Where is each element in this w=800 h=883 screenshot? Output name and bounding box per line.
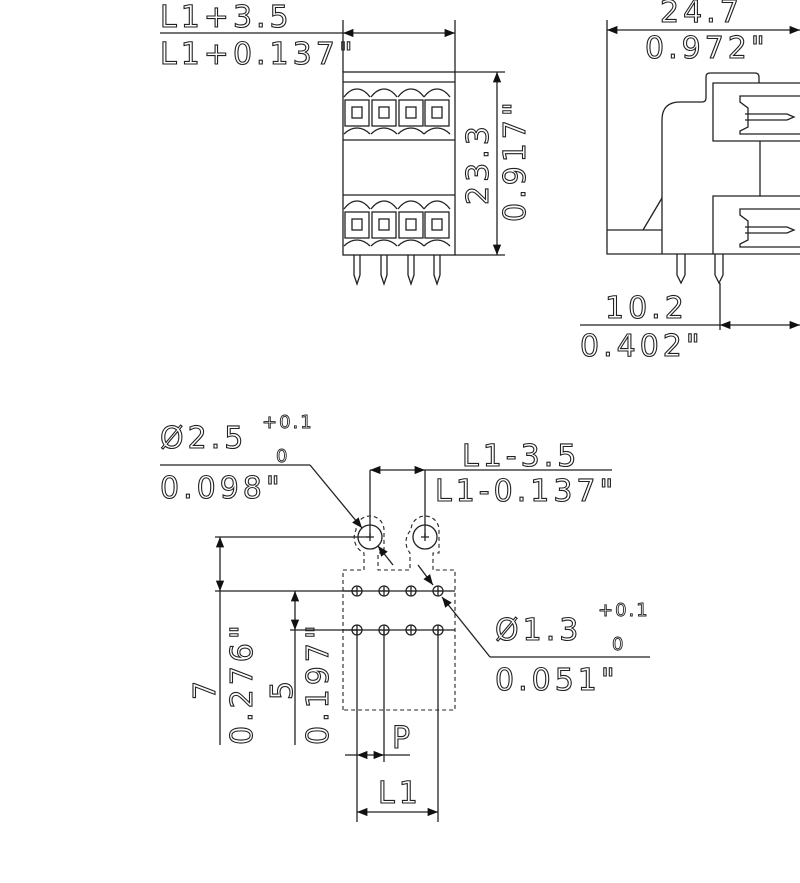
- terminal-cell: [398, 99, 424, 127]
- terminal-screw: [405, 106, 417, 119]
- terminal-cell: [424, 211, 450, 239]
- terminal-screw: [431, 106, 443, 119]
- dim5-in: 0.197": [301, 621, 336, 745]
- pin-hole-in: 0.051": [495, 663, 619, 698]
- terminal-clamp: [343, 88, 371, 98]
- mount-spacing-in: L1-0.137": [435, 474, 617, 509]
- pin: [353, 255, 361, 287]
- mount-spacing-mm: L1-3.5: [462, 439, 580, 474]
- hole-center: [433, 586, 443, 596]
- terminal-screw: [351, 106, 363, 119]
- terminal-clamp: [423, 88, 451, 98]
- length-label: L1: [378, 776, 422, 811]
- hole-center: [406, 625, 416, 635]
- width-in: L1+0.137": [160, 37, 357, 72]
- pin-offset-in: 0.402": [580, 329, 704, 364]
- terminal-cell: [371, 99, 397, 127]
- terminal-cell: [344, 99, 370, 127]
- terminal-screw: [351, 218, 363, 231]
- terminal-clamp: [343, 127, 371, 135]
- terminal-clamp: [343, 200, 371, 210]
- height-mm: 23.3: [461, 122, 496, 205]
- pin: [407, 255, 415, 287]
- terminal-clamp: [343, 239, 371, 247]
- terminal-screw: [378, 106, 390, 119]
- terminal-clamp: [370, 127, 398, 135]
- hole-center: [379, 586, 389, 596]
- mount-hole-in: 0.098": [160, 471, 284, 506]
- terminal-clamp: [423, 239, 451, 247]
- pcb-footprint: L1-3.5 L1-0.137" Ø2.5 +0.1 0 0.098" Ø1.3…: [159, 412, 650, 822]
- terminal-clamp: [370, 239, 398, 247]
- terminal-clamp: [370, 200, 398, 210]
- pin-hole-mm: Ø1.3: [495, 613, 582, 648]
- width-mm: L1+3.5: [160, 0, 293, 35]
- pin-hole-tol-minus: 0: [612, 634, 625, 655]
- terminal-clamp: [397, 88, 425, 98]
- terminal-clamp: [423, 127, 451, 135]
- mount-hole-tol-minus: 0: [276, 446, 289, 467]
- terminal-cell: [371, 211, 397, 239]
- height-in: 0.917": [498, 98, 533, 222]
- terminal-clamp: [397, 127, 425, 135]
- pin-offset-mm: 10.2: [605, 291, 688, 326]
- terminal-screw: [405, 218, 417, 231]
- terminal-clamp: [370, 88, 398, 98]
- terminal-screw: [378, 218, 390, 231]
- pin-hole-tol-plus: +0.1: [598, 600, 650, 621]
- terminal-screw: [431, 218, 443, 231]
- dim5-mm: 5: [265, 677, 300, 700]
- front-view: L1+3.5 L1+0.137" 23.3 0.917": [159, 0, 534, 287]
- mount-hole-tol-plus: +0.1: [262, 412, 314, 433]
- side-view: 24.7 0.972" 10.2 0.402": [579, 0, 800, 365]
- pitch-label: P: [392, 721, 414, 756]
- pin: [433, 255, 441, 287]
- pin: [380, 255, 388, 287]
- terminal-cell: [344, 211, 370, 239]
- hole-center: [406, 586, 416, 596]
- terminal-cell: [398, 211, 424, 239]
- mount-hole-mm: Ø2.5: [160, 421, 247, 456]
- terminal-cell: [424, 99, 450, 127]
- terminal-clamp: [397, 200, 425, 210]
- terminal-clamp: [423, 200, 451, 210]
- dim7-in: 0.276": [225, 621, 260, 745]
- terminal-clamp: [397, 239, 425, 247]
- dim7-mm: 7: [188, 677, 223, 700]
- depth-in: 0.972": [645, 31, 769, 66]
- depth-mm: 24.7: [660, 0, 743, 30]
